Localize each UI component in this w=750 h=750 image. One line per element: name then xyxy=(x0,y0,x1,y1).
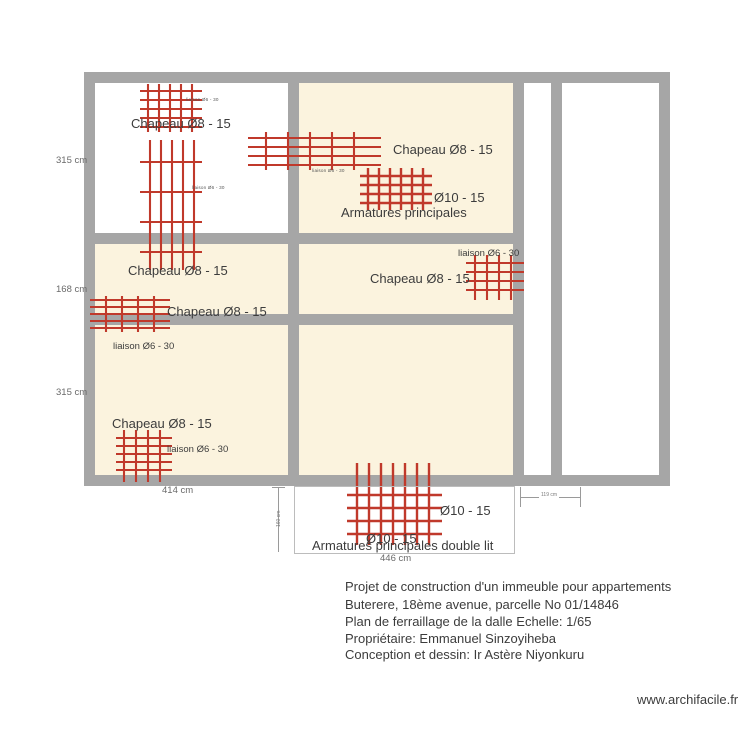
wall-interior-vertical-3 xyxy=(551,83,562,475)
room-right xyxy=(562,83,670,475)
title-line-address: Buterere, 18ème avenue, parcelle No 01/1… xyxy=(345,596,619,612)
rebar-mesh-top-left xyxy=(140,84,202,132)
title-line-designer: Conception et dessin: Ir Astère Niyonkur… xyxy=(345,646,585,662)
rebar-mesh-mid-right xyxy=(466,255,524,300)
rebar-mesh-double-lit xyxy=(347,463,442,545)
dimension-bottom-detail-width: 446 cm xyxy=(380,553,412,564)
annotation-armatures-double-lit: Armatures principales double lit xyxy=(312,538,494,553)
room-top-middle xyxy=(299,83,513,233)
title-line-plan-scale: Plan de ferraillage de la dalle Echelle:… xyxy=(345,614,592,629)
annotation-diam10-double-lit-right: Ø10 - 15 xyxy=(440,503,491,518)
annotation-chapeau-left-straddle: Chapeau Ø8 - 15 xyxy=(167,304,267,319)
rebar-mesh-left-tall xyxy=(140,140,202,270)
annotation-diam10-principales: Ø10 - 15 xyxy=(434,190,485,205)
annotation-liaison-bottom-left: liaison Ø6 - 30 xyxy=(167,444,229,455)
title-block: Projet de construction d'un immeuble pou… xyxy=(345,578,745,663)
annotation-chapeau-span: Chapeau Ø8 - 15 xyxy=(393,142,493,157)
dimension-bottom-right: 119 cm xyxy=(539,492,560,498)
dimension-left-lower: 315 cm xyxy=(56,387,88,398)
dimension-right-tick-right xyxy=(580,487,581,507)
rebar-mesh-armatures-principales xyxy=(360,168,432,210)
rebar-mesh-chapeau-span xyxy=(248,132,381,170)
wall-interior-horizontal-1 xyxy=(95,233,513,244)
dimension-left-upper: 315 cm xyxy=(56,155,88,166)
dimension-bottom-detail-height: 160 cm xyxy=(276,510,282,527)
annotation-liaison-left-straddle: liaison Ø6 - 30 xyxy=(113,341,175,352)
annotation-diam10-double-lit-inner: Ø10 - 15 xyxy=(366,531,417,546)
wall-exterior-right xyxy=(659,72,670,486)
wall-exterior-bottom xyxy=(84,475,670,486)
annotation-liaison-span: liaison Ø6 - 30 xyxy=(312,168,345,173)
annotation-liaison-left-tall: liaison Ø6 - 30 xyxy=(192,185,225,190)
corridor-right xyxy=(524,83,551,475)
dimension-vertical-tick-top xyxy=(272,487,285,488)
rebar-mesh-left-straddle xyxy=(90,296,170,332)
room-mid-left xyxy=(95,244,288,314)
wall-exterior-top xyxy=(84,72,670,83)
room-mid-right xyxy=(299,244,513,314)
wall-exterior-left xyxy=(84,72,95,486)
dimension-left-middle: 168 cm xyxy=(56,284,88,295)
wall-interior-vertical-1 xyxy=(288,83,299,475)
title-line-project: Projet de construction d'un immeuble pou… xyxy=(345,579,672,594)
watermark-url: www.archifacile.fr xyxy=(637,692,739,707)
annotation-liaison-mid-right: liaison Ø6 - 30 xyxy=(458,248,520,259)
title-line-owner: Propriétaire: Emmanuel Sinzoyiheba xyxy=(345,630,556,646)
annotation-liaison-top-left: liaison Ø6 - 30 xyxy=(186,97,219,102)
wall-interior-horizontal-2 xyxy=(95,314,513,325)
annotation-chapeau-mid-left: Chapeau Ø8 - 15 xyxy=(128,263,228,278)
dimension-bottom-left: 414 cm xyxy=(162,485,194,496)
annotation-armatures-principales: Armatures principales xyxy=(341,205,467,220)
room-bottom-left xyxy=(95,325,288,475)
room-bottom-right xyxy=(299,325,513,475)
dimension-vertical-line xyxy=(278,487,279,552)
detail-frame-double-lit xyxy=(294,486,515,554)
dimension-right-tick-left xyxy=(520,487,521,507)
annotation-chapeau-top-left: Chapeau Ø8 - 15 xyxy=(131,116,231,131)
rebar-mesh-bottom-left xyxy=(116,430,172,482)
annotation-chapeau-bottom-left: Chapeau Ø8 - 15 xyxy=(112,416,212,431)
annotation-chapeau-mid-right: Chapeau Ø8 - 15 xyxy=(370,271,470,286)
wall-interior-vertical-2 xyxy=(513,83,524,475)
